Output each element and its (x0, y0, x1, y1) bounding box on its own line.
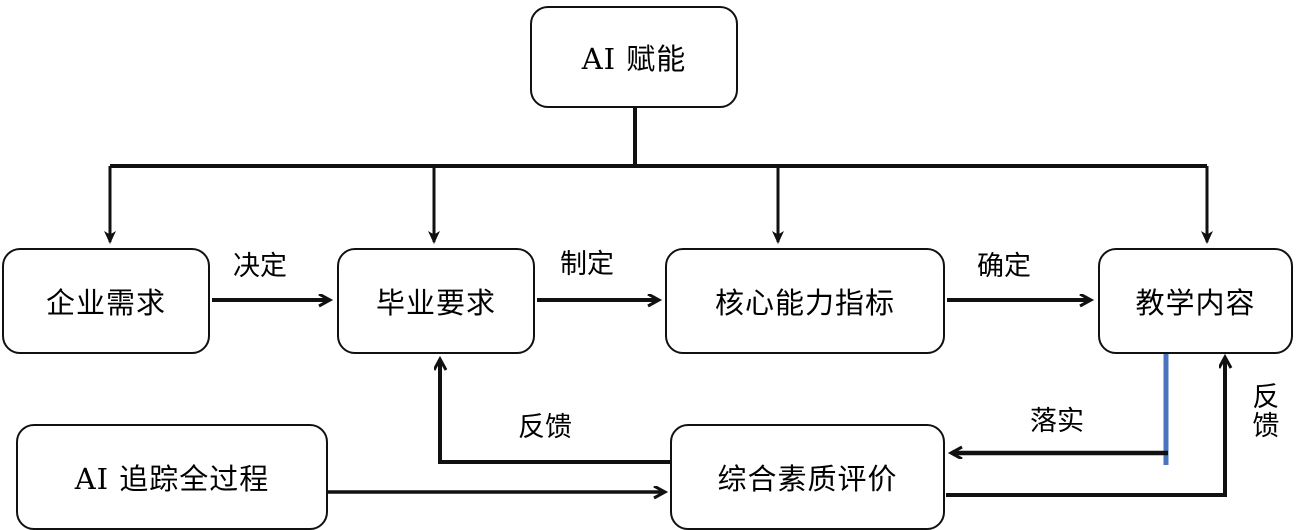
node-teaching-content[interactable]: 教学内容 (1098, 248, 1293, 354)
node-enterprise-needs-label: 企业需求 (45, 286, 166, 320)
node-core-ability-indicators-label: 核心能力指标 (714, 286, 895, 320)
node-quality-evaluation-label: 综合素质评价 (717, 462, 898, 496)
edge-label-feedback-left: 反馈 (518, 412, 572, 443)
node-quality-evaluation[interactable]: 综合素质评价 (670, 424, 945, 530)
node-graduation-requirements-label: 毕业要求 (375, 286, 496, 320)
edge-label-decide: 决定 (233, 251, 287, 282)
edge-label-implement: 落实 (1030, 406, 1084, 437)
edge-label-feedback-right: 反馈 (1247, 382, 1279, 440)
node-ai-tracking[interactable]: AI 追踪全过程 (16, 424, 328, 530)
node-graduation-requirements[interactable]: 毕业要求 (337, 248, 535, 354)
edge-label-formulate: 制定 (560, 249, 614, 280)
node-ai-enable-label: AI 赋能 (581, 42, 687, 76)
node-ai-tracking-label: AI 追踪全过程 (74, 462, 270, 496)
connector-feedback-right (946, 358, 1225, 497)
node-teaching-content-label: 教学内容 (1135, 286, 1256, 320)
node-ai-enable[interactable]: AI 赋能 (530, 6, 738, 108)
node-enterprise-needs[interactable]: 企业需求 (2, 248, 210, 354)
node-core-ability-indicators[interactable]: 核心能力指标 (665, 248, 945, 354)
edge-label-determine: 确定 (977, 251, 1031, 282)
connector-feedback-left (440, 360, 672, 464)
